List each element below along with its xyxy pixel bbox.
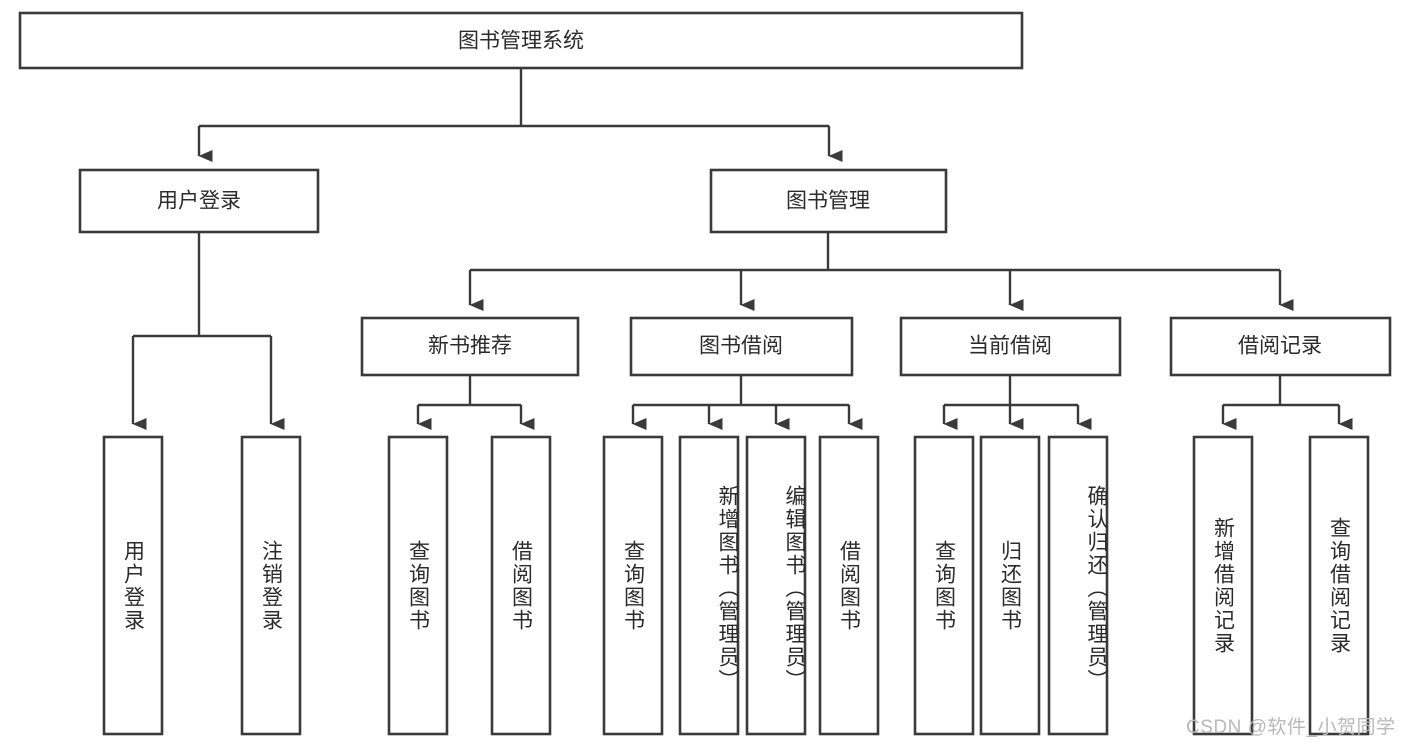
leaf-box-new-book-2[interactable] xyxy=(490,435,552,736)
leaf-box-current-borrow-2[interactable] xyxy=(979,435,1041,736)
node-book-borrow-box[interactable] xyxy=(629,316,854,377)
node-borrow-record-label: 借阅记录 xyxy=(1238,335,1322,358)
leaf-box-user-login-2[interactable] xyxy=(240,435,302,736)
leaf-box-current-borrow-1[interactable] xyxy=(913,435,975,736)
node-current-borrow-box[interactable] xyxy=(899,316,1122,377)
node-book-manage-box[interactable] xyxy=(709,168,948,234)
node-book-manage-label: 图书管理 xyxy=(786,190,870,213)
node-user-login-label: 用户登录 xyxy=(157,190,241,213)
leaf-box-book-borrow-3[interactable] xyxy=(745,435,807,736)
leaf-box-borrow-record-1[interactable] xyxy=(1192,435,1254,736)
node-book-borrow-label: 图书借阅 xyxy=(699,335,783,358)
node-new-book-label: 新书推荐 xyxy=(428,335,512,358)
node-borrow-record-box[interactable] xyxy=(1169,316,1392,377)
leaf-box-user-login-1[interactable] xyxy=(102,435,164,736)
node-root-box[interactable] xyxy=(18,11,1024,70)
leaf-box-borrow-record-2[interactable] xyxy=(1308,435,1370,736)
node-root-label: 图书管理系统 xyxy=(458,30,584,53)
node-new-book-box[interactable] xyxy=(360,316,580,377)
leaf-box-book-borrow-1[interactable] xyxy=(602,435,664,736)
leaf-box-book-borrow-4[interactable] xyxy=(818,435,880,736)
node-current-borrow-label: 当前借阅 xyxy=(968,335,1052,358)
leaf-box-current-borrow-3[interactable] xyxy=(1047,435,1109,736)
leaf-box-book-borrow-2[interactable] xyxy=(678,435,740,736)
leaf-box-new-book-1[interactable] xyxy=(387,435,449,736)
csdn-watermark: CSDN @软件_小贺同学 xyxy=(1186,717,1396,738)
